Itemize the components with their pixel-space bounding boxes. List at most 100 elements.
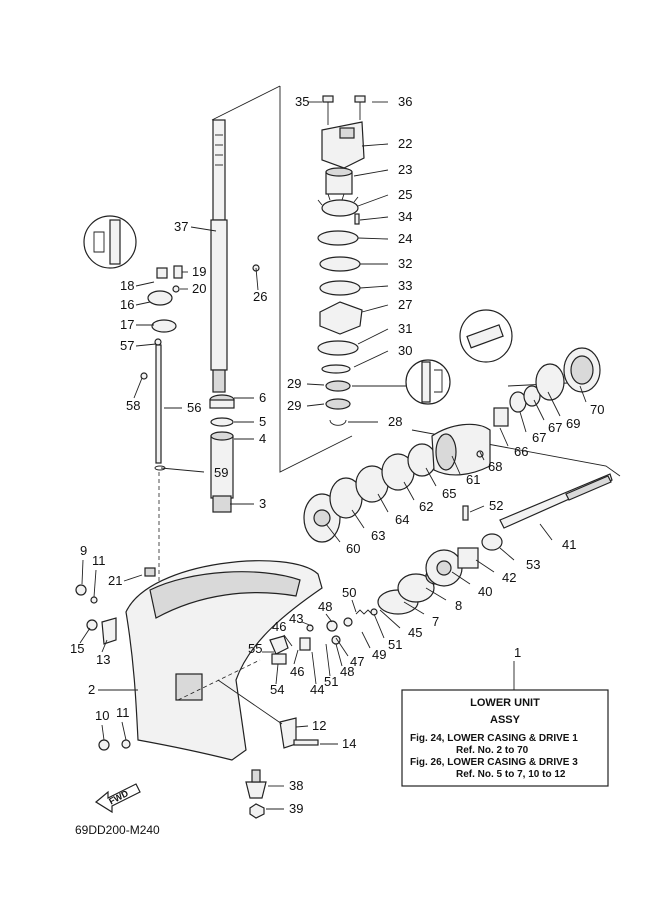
leader-line-41 [539, 523, 553, 541]
leader-line-51 [325, 643, 331, 677]
lower-casing [125, 560, 323, 761]
pump-group-bracket [279, 86, 353, 473]
part-number-53: 53 [526, 557, 540, 572]
part-number-47: 47 [350, 654, 364, 669]
part-number-59: 59 [214, 465, 228, 480]
leader-line-40 [451, 571, 471, 585]
leader-line-43 [301, 621, 313, 627]
shaft-bracket-line [211, 85, 281, 121]
leader-line-15 [79, 627, 91, 644]
nut-39 [249, 803, 265, 819]
impeller-25 [317, 193, 359, 217]
pump-base-27 [319, 301, 363, 335]
part-number-63: 63 [371, 528, 385, 543]
leader-line-65 [425, 467, 437, 487]
leader-line-51 [373, 613, 385, 639]
bolt-19 [173, 265, 183, 279]
part-number-50: 50 [342, 585, 356, 600]
leader-line-16 [135, 301, 151, 306]
propeller-shaft-41 [499, 473, 613, 529]
part-number-36: 36 [398, 94, 412, 109]
reference-box: LOWER UNIT ASSY Fig. 24, LOWER CASING & … [401, 689, 609, 787]
leader-line-62 [403, 481, 415, 501]
part-number-51: 51 [388, 637, 402, 652]
part-number-15: 15 [70, 641, 84, 656]
oil-seal-29a [325, 380, 351, 392]
part-number-19: 19 [192, 264, 206, 279]
part-number-6: 6 [259, 390, 266, 405]
drive-shaft [210, 119, 228, 393]
part-number-62: 62 [419, 499, 433, 514]
leader-line-25 [357, 194, 389, 207]
washer-11b [121, 739, 131, 749]
part-number-31: 31 [398, 321, 412, 336]
leader-line-48 [335, 643, 343, 667]
o-ring-17 [151, 319, 177, 333]
leader-line-24 [357, 237, 389, 240]
part-number-66: 66 [514, 444, 528, 459]
part-number-61: 61 [466, 472, 480, 487]
part-number-4: 4 [259, 431, 266, 446]
part-number-41: 41 [562, 537, 576, 552]
part-number-28: 28 [388, 414, 402, 429]
oil-seal-29b [325, 398, 351, 410]
part-number-2: 2 [88, 682, 95, 697]
leader-line-54 [275, 663, 279, 685]
part-44 [299, 637, 311, 651]
part-number-18: 18 [120, 278, 134, 293]
part-number-17: 17 [120, 317, 134, 332]
leader-line-52 [469, 505, 485, 513]
part-number-68: 68 [488, 459, 502, 474]
part-number-10: 10 [95, 708, 109, 723]
washer-20 [172, 285, 180, 293]
gasket-31 [317, 340, 359, 356]
leader-line-29 [306, 403, 325, 407]
dog-clutch-42 [457, 547, 479, 569]
part-number-39: 39 [289, 801, 303, 816]
part-number-23: 23 [398, 162, 412, 177]
washer-11a [90, 596, 98, 604]
ring-69 [535, 363, 565, 401]
part-number-3: 3 [259, 496, 266, 511]
part-number-21: 21 [108, 573, 122, 588]
part-number-7: 7 [432, 614, 439, 629]
part-number-46: 46 [290, 664, 304, 679]
pin-43 [306, 624, 314, 632]
needle-bearing-66 [493, 407, 509, 427]
circlip-28 [329, 419, 347, 426]
leader-line-59 [160, 467, 205, 473]
leader-line-12 [295, 725, 309, 728]
shift-rod-holder-16 [147, 290, 173, 306]
part-number-29: 29 [287, 398, 301, 413]
part-number-46: 46 [272, 619, 286, 634]
anode-13 [101, 617, 117, 645]
plug-21 [144, 567, 156, 577]
slider-54 [271, 653, 287, 665]
part-number-14: 14 [342, 736, 356, 751]
part-number-56: 56 [187, 400, 201, 415]
part-number-37: 37 [174, 219, 188, 234]
part-number-58: 58 [126, 398, 140, 413]
leader-line-49 [361, 631, 371, 649]
part-number-25: 25 [398, 187, 412, 202]
screw-9 [75, 584, 87, 596]
leader-line-69 [547, 391, 561, 417]
part-number-52: 52 [489, 498, 503, 513]
anode-15 [86, 619, 98, 631]
leader-line-46 [293, 649, 299, 665]
reference-box-title-2: ASSY [490, 714, 521, 726]
key-34 [354, 213, 360, 225]
clip-58 [140, 372, 148, 380]
part-number-70: 70 [590, 402, 604, 417]
bolt-18 [156, 267, 168, 279]
shift-rod-56 [155, 344, 162, 464]
part-number-11: 11 [92, 553, 106, 568]
part-number-67: 67 [532, 430, 546, 445]
leader-line-44 [311, 651, 317, 685]
leader-line-45 [379, 609, 401, 629]
part-number-32: 32 [398, 256, 412, 271]
drawing-code: 69DD200-M240 [75, 823, 160, 837]
part-number-34: 34 [398, 209, 412, 224]
part-number-69: 69 [566, 416, 580, 431]
